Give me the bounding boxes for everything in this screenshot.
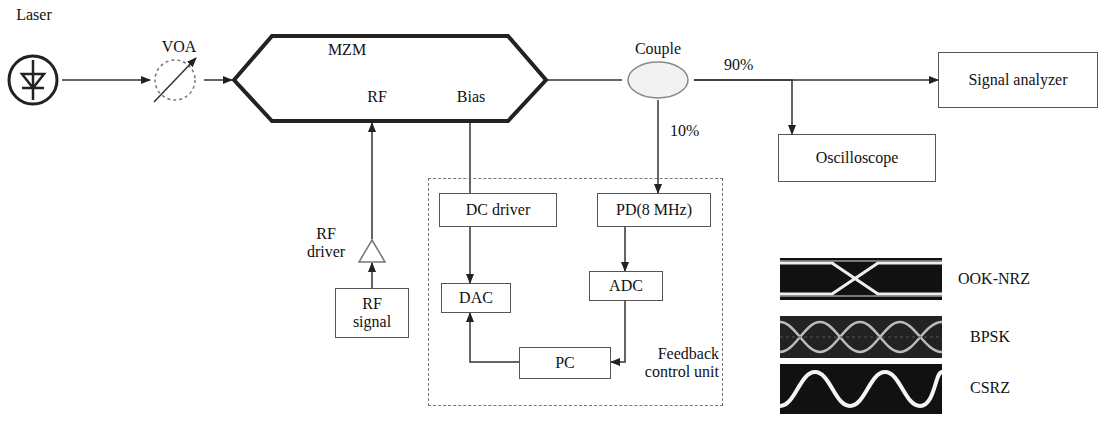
process-box: DAC	[441, 283, 511, 313]
node-label: PD(8 MHz)	[616, 201, 692, 219]
attenuator: VOA	[150, 38, 204, 102]
connector	[624, 227, 626, 271]
eye-bpsk	[780, 316, 942, 358]
node-label: RF signal	[347, 295, 397, 332]
eye-csrz	[780, 364, 942, 414]
node-label: Laser	[8, 6, 60, 24]
variable-arrow	[154, 58, 196, 102]
laser-circle	[9, 56, 57, 104]
node-label: DAC	[459, 289, 493, 307]
connector	[469, 123, 471, 193]
split-ratio: 10%	[668, 122, 701, 140]
format-label: BPSK	[970, 328, 1010, 346]
connector	[371, 123, 373, 239]
connector	[62, 79, 150, 81]
node-label: Signal analyzer	[968, 71, 1067, 89]
laser-source: Laser	[4, 4, 62, 106]
process-box: PC	[519, 347, 611, 379]
connector	[657, 100, 659, 193]
split-ratio: 90%	[722, 56, 755, 74]
tri-outline	[358, 239, 386, 263]
node-label: Feedback control unit	[635, 345, 719, 382]
coupler-ellipse	[628, 62, 688, 98]
mzm-hexagon	[234, 36, 546, 121]
modulator: MZM RF Bias	[232, 33, 548, 123]
node-label: Oscilloscope	[816, 149, 899, 167]
node-label: RF driver	[298, 225, 354, 262]
node-label: MZM	[312, 41, 382, 59]
instrument-box: Signal analyzer	[938, 52, 1098, 108]
node-label: Bias	[448, 88, 494, 106]
control-unit: Feedback control unit DC driver PD(8 MHz) D…	[428, 178, 723, 406]
connector	[204, 79, 232, 81]
source-box: RF signal	[335, 288, 409, 338]
node-label: VOA	[150, 38, 208, 56]
diode-symbol	[22, 60, 44, 100]
connector	[694, 80, 792, 134]
connector	[371, 263, 373, 288]
node-label: PC	[555, 354, 575, 372]
connector	[548, 79, 622, 81]
format-label: CSRZ	[970, 379, 1010, 397]
connector	[470, 313, 519, 362]
node-label: DC driver	[466, 201, 530, 219]
format-label: OOK-NRZ	[958, 270, 1030, 288]
hex-outline	[232, 33, 548, 123]
eye-ook	[780, 258, 942, 300]
instrument-box: Oscilloscope	[778, 134, 936, 182]
amplifier: RF driver	[358, 239, 386, 263]
amp-triangle	[359, 240, 385, 262]
node-label: Couple	[622, 40, 694, 58]
mzm-axis	[272, 80, 508, 81]
coupler: Couple	[622, 40, 694, 100]
node-label: RF	[360, 88, 394, 106]
connector	[469, 227, 471, 283]
process-box: ADC	[589, 271, 663, 301]
process-box: DC driver	[439, 193, 557, 227]
connector	[611, 301, 625, 362]
node-label: ADC	[609, 277, 643, 295]
process-box: PD(8 MHz)	[597, 193, 711, 227]
